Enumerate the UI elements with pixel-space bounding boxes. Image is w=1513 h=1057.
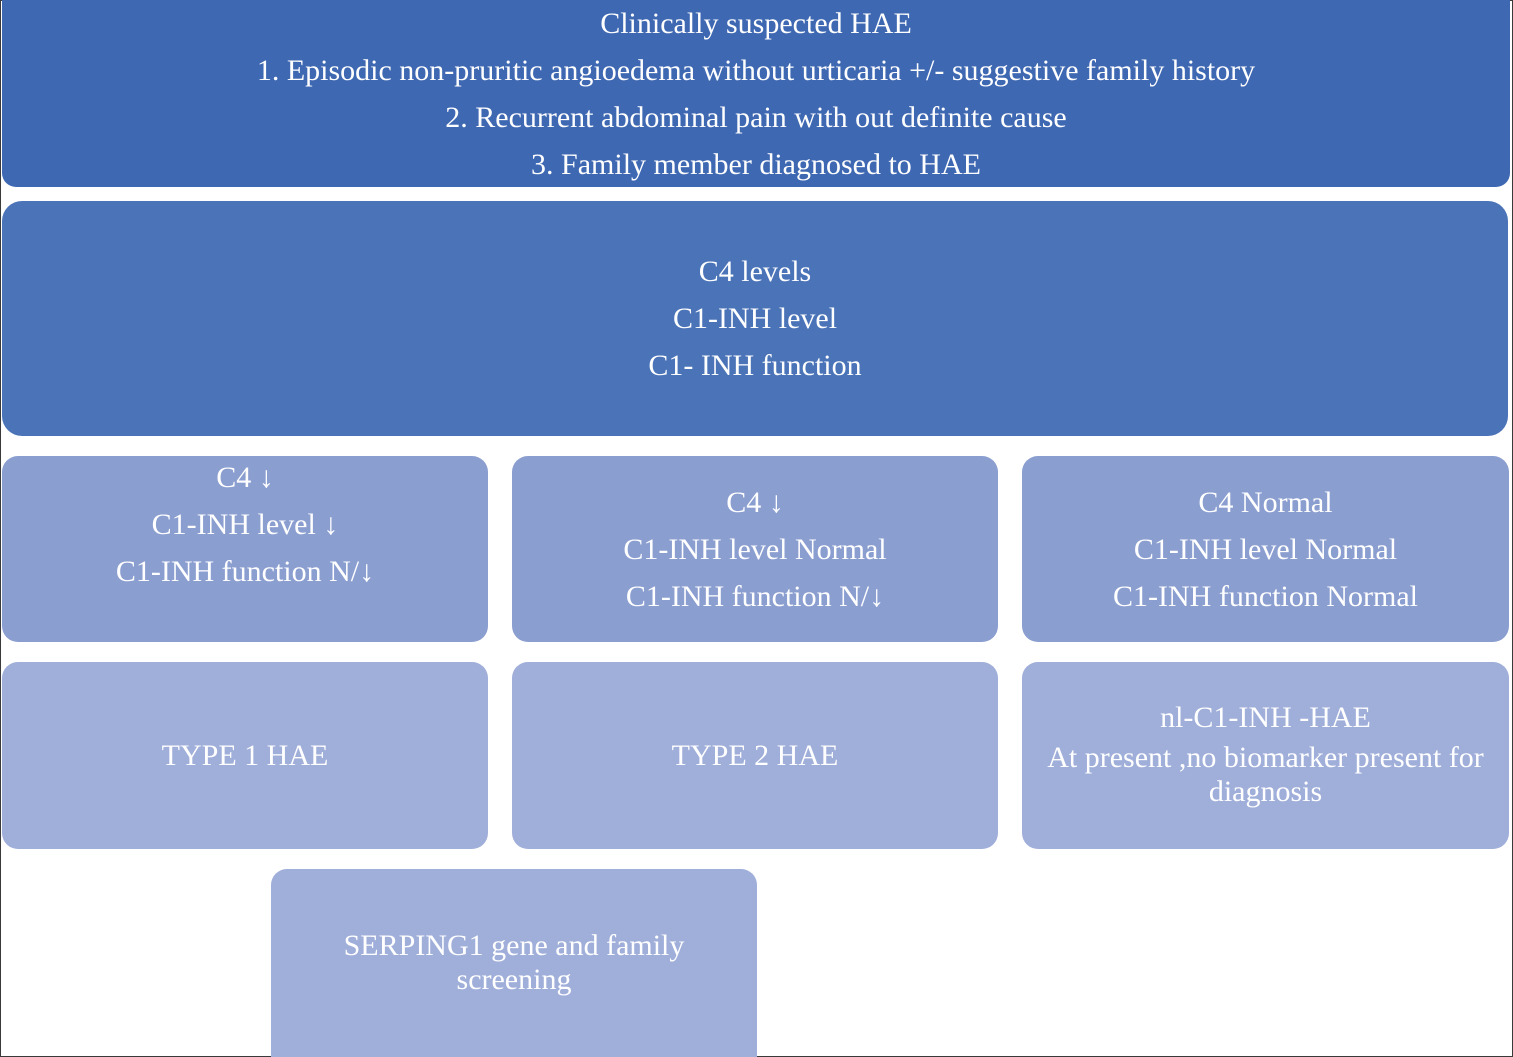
lab-result-c1inh-function: C1-INH function Normal xyxy=(1113,579,1418,613)
genetic-screening-box: SERPING1 gene and family screening xyxy=(271,869,757,1057)
lab-result-c1inh-level: C1-INH level Normal xyxy=(1133,532,1398,566)
clinical-suspicion-box: Clinically suspected HAE 1. Episodic non… xyxy=(2,0,1510,187)
lab-result-c4: C4 ↓ xyxy=(216,461,274,494)
lab-result-c4: C4 ↓ xyxy=(726,485,784,519)
diagnosis-title: TYPE 2 HAE xyxy=(671,739,839,772)
test-c1inh-function: C1- INH function xyxy=(648,349,862,382)
test-c1inh-level: C1-INH level xyxy=(672,302,838,335)
lab-result-c1inh-level: C1-INH level ↓ xyxy=(151,508,339,541)
diagnosis-title: nl-C1-INH -HAE xyxy=(1160,701,1371,734)
criterion-2: 2. Recurrent abdominal pain with out def… xyxy=(445,100,1067,134)
lab-result-box-type1: C4 ↓ C1-INH level ↓ C1-INH function N/↓ xyxy=(2,456,488,642)
genetic-screening-text: SERPING1 gene and family screening xyxy=(343,929,685,996)
diagnosis-note: At present ,no biomarker present for dia… xyxy=(1047,741,1484,808)
lab-result-box-normal: C4 Normal C1-INH level Normal C1-INH fun… xyxy=(1022,456,1509,642)
diagnosis-title: TYPE 1 HAE xyxy=(161,739,329,772)
diagnosis-box-type1: TYPE 1 HAE xyxy=(2,662,488,849)
lab-result-box-type2: C4 ↓ C1-INH level Normal C1-INH function… xyxy=(512,456,998,642)
test-c4-levels: C4 levels xyxy=(698,255,812,288)
lab-result-c1inh-function: C1-INH function N/↓ xyxy=(115,555,375,588)
diagnosis-box-nl-c1inh: nl-C1-INH -HAE At present ,no biomarker … xyxy=(1022,662,1509,849)
lab-result-c4: C4 Normal xyxy=(1198,485,1333,519)
suspicion-title: Clinically suspected HAE xyxy=(600,6,912,40)
diagnosis-box-type2: TYPE 2 HAE xyxy=(512,662,998,849)
lab-result-c1inh-function: C1-INH function N/↓ xyxy=(625,579,885,613)
criterion-1: 1. Episodic non-pruritic angioedema with… xyxy=(256,53,1256,87)
lab-result-c1inh-level: C1-INH level Normal xyxy=(623,532,887,566)
criterion-3: 3. Family member diagnosed to HAE xyxy=(531,147,981,181)
lab-tests-box: C4 levels C1-INH level C1- INH function xyxy=(2,201,1508,436)
